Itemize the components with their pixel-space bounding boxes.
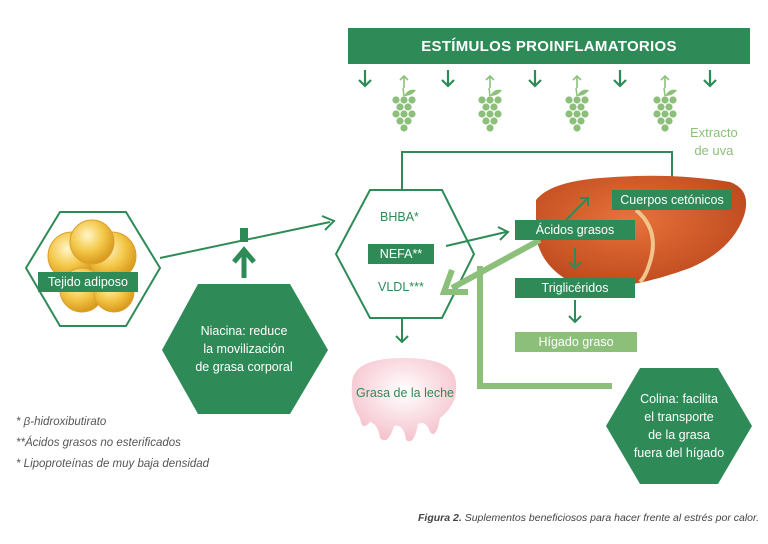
figure-caption: Figura 2. Suplementos beneficiosos para … [418, 512, 759, 524]
choline-line3: de la grasa [648, 428, 710, 442]
grape-extract-label: Extracto de uva [690, 124, 738, 160]
milk-fat-blob [351, 358, 457, 442]
adipose-label: Tejido adiposo [38, 272, 138, 292]
grape-extract-line1: Extracto [690, 125, 738, 140]
grape-icons [391, 87, 678, 133]
grape-extract-line2: de uva [694, 143, 734, 158]
bhba-label: BHBA* [380, 210, 419, 224]
choline-hexagon [606, 368, 752, 484]
ketone-arrow [565, 197, 589, 221]
choline-line2: el transporte [644, 410, 714, 424]
niacin-inhibit-arrow [232, 246, 256, 278]
caption-label: Figura 2. [418, 512, 462, 524]
fatty-liver-label: Hígado graso [515, 332, 637, 352]
vldl-export-arrow [450, 237, 542, 291]
feedback-line [401, 151, 673, 190]
milk-arrow [395, 318, 409, 344]
choline-line1: Colina: facilita [640, 392, 718, 406]
footnote-1: * β-hidroxibutirato [16, 416, 107, 428]
block-marker [240, 228, 248, 242]
niacin-hexagon [162, 284, 328, 414]
proinflammatory-banner: ESTÍMULOS PROINFLAMATORIOS [348, 28, 750, 64]
up-arrow-icons [399, 74, 670, 88]
gallbladder [634, 208, 655, 284]
milk-fat-label: Grasa de la leche [356, 386, 454, 400]
niacin-line1: Niacina: reduce [200, 324, 288, 338]
niacin-text: Niacina: reduce la movilización de grasa… [176, 322, 312, 376]
choline-text: Colina: facilita el transporte de la gra… [614, 390, 744, 462]
caption-text: Suplementos beneficiosos para hacer fren… [464, 512, 760, 524]
choline-line4: fuera del hígado [633, 446, 725, 460]
niacin-line2: la movilización [203, 342, 285, 356]
vldl-label: VLDL*** [378, 280, 424, 294]
footnote-3: * Lipoproteínas de muy baja densidad [16, 458, 210, 470]
down-arrow-icons [358, 70, 717, 88]
fatty-acids-label: Ácidos grasos [515, 220, 635, 240]
footnote-2: **Ácidos grasos no esterificados [16, 437, 181, 449]
niacin-line3: de grasa corporal [195, 360, 293, 374]
nefa-label: NEFA** [368, 244, 434, 264]
ketones-label: Cuerpos cetónicos [612, 190, 732, 210]
choline-line [477, 266, 612, 389]
triglycerides-label: Triglicéridos [515, 278, 635, 298]
